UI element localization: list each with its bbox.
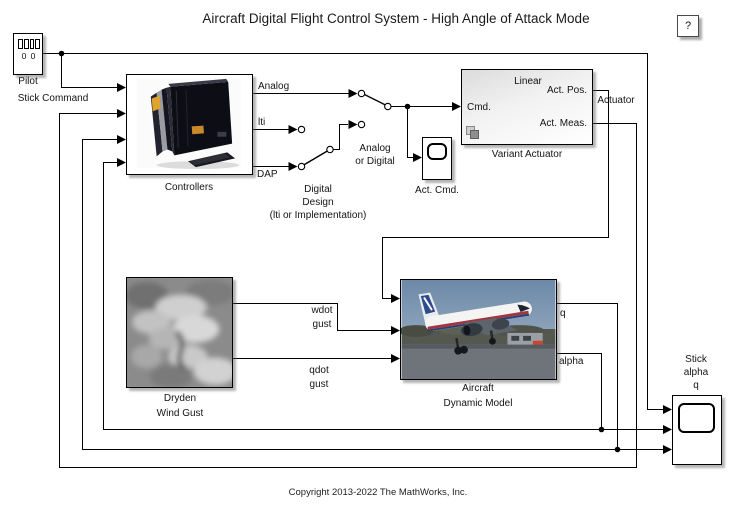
digital-design-label-1: Digital bbox=[304, 184, 332, 195]
stick-scope-label-3: q bbox=[693, 380, 699, 391]
qdot-gust-label-1: qdot bbox=[309, 365, 329, 376]
dryden-wind-gust-block[interactable] bbox=[126, 277, 233, 388]
analog-or-digital-switch-lever[interactable] bbox=[363, 93, 386, 106]
dryden-label-1: Dryden bbox=[163, 393, 197, 404]
stick-command-label: Stick Command bbox=[17, 93, 89, 104]
aircraft-label-1: Aircraft bbox=[462, 383, 494, 394]
pilot-block[interactable]: 0 0 bbox=[13, 33, 43, 75]
model-title: Aircraft Digital Flight Control System -… bbox=[202, 11, 590, 26]
switch1-out-port[interactable] bbox=[326, 145, 334, 154]
pilot-icon-values: 0 0 bbox=[21, 51, 37, 61]
wire-act-meas-feedback bbox=[59, 113, 637, 468]
analog-or-digital-label-1: Analog bbox=[359, 143, 391, 154]
qdot-gust-label-2: gust bbox=[309, 379, 329, 390]
scope-screen-icon bbox=[427, 143, 447, 160]
alpha-signal-label: alpha bbox=[559, 356, 584, 367]
controllers-label: Controllers bbox=[164, 182, 214, 193]
digital-design-label-3: (lti or Implementation) bbox=[269, 210, 367, 221]
switch1-dap-port[interactable] bbox=[297, 162, 306, 171]
lti-signal-label: lti bbox=[258, 117, 266, 128]
junction-dot bbox=[58, 50, 65, 57]
act-meas-port-label: Act. Meas. bbox=[539, 118, 587, 129]
act-cmd-label: Act. Cmd. bbox=[415, 185, 459, 196]
digital-design-switch-lever[interactable] bbox=[303, 150, 328, 166]
signal-editor-icon: 0 0 bbox=[18, 39, 40, 61]
scope-screen-icon bbox=[678, 403, 715, 433]
wdot-gust-label-2: gust bbox=[312, 319, 332, 330]
stick-scope-label-1: Stick bbox=[685, 354, 707, 365]
dryden-label-2: Wind Gust bbox=[156, 408, 204, 419]
aircraft-dynamic-model-block[interactable] bbox=[400, 279, 557, 380]
wire-wdot-gust bbox=[233, 303, 391, 331]
storm-clouds-photo-icon bbox=[127, 278, 232, 387]
switch2-out-port[interactable] bbox=[384, 102, 392, 111]
variant-choice-label: Linear bbox=[514, 76, 542, 87]
dap-signal-label: DAP bbox=[257, 169, 278, 180]
wire-stick-command bbox=[61, 53, 117, 88]
digital-design-label-2: Design bbox=[302, 197, 334, 208]
wire-pilot-to-scope bbox=[43, 53, 663, 410]
wire-to-act-cmd-scope bbox=[407, 106, 413, 158]
variant-badge-icon bbox=[466, 126, 480, 140]
arrowheads bbox=[117, 83, 672, 454]
analog-signal-label: Analog bbox=[258, 81, 290, 92]
pilot-label: Pilot bbox=[18, 76, 38, 87]
switch1-lti-port[interactable] bbox=[297, 125, 306, 134]
actuator-signal-label: Actuator bbox=[597, 95, 635, 106]
junction-dot bbox=[404, 103, 411, 110]
junction-dot bbox=[614, 446, 621, 453]
stick-scope-label-2: alpha bbox=[683, 367, 709, 378]
cmd-port-label: Cmd. bbox=[467, 102, 491, 113]
q-signal-label: q bbox=[560, 308, 566, 319]
act-pos-port-label: Act. Pos. bbox=[546, 85, 587, 96]
controllers-block[interactable] bbox=[126, 74, 253, 175]
variant-actuator-block[interactable]: Linear Cmd. Act. Pos. Act. Meas. bbox=[461, 69, 593, 145]
help-button[interactable]: ? bbox=[677, 15, 699, 37]
wire-q-feedback bbox=[82, 139, 663, 450]
variant-actuator-label: Variant Actuator bbox=[491, 149, 563, 160]
stick-alpha-q-scope-block[interactable] bbox=[672, 395, 722, 465]
avionics-photo-icon bbox=[137, 77, 241, 170]
aircraft-label-2: Dynamic Model bbox=[443, 398, 513, 409]
wire-alpha-feedback bbox=[103, 162, 663, 430]
act-cmd-scope-block[interactable] bbox=[422, 137, 452, 180]
wdot-gust-label-1: wdot bbox=[311, 305, 333, 316]
copyright-note: Copyright 2013-2022 The MathWorks, Inc. bbox=[288, 487, 468, 498]
switch2-analog-port[interactable] bbox=[357, 89, 366, 98]
analog-or-digital-label-2: or Digital bbox=[355, 156, 395, 167]
switch2-digital-port[interactable] bbox=[357, 120, 366, 129]
wire-act-pos bbox=[382, 90, 609, 299]
junction-dot bbox=[598, 426, 605, 433]
wire-switch1-to-switch2 bbox=[333, 124, 348, 150]
airliner-photo-icon bbox=[401, 280, 556, 379]
